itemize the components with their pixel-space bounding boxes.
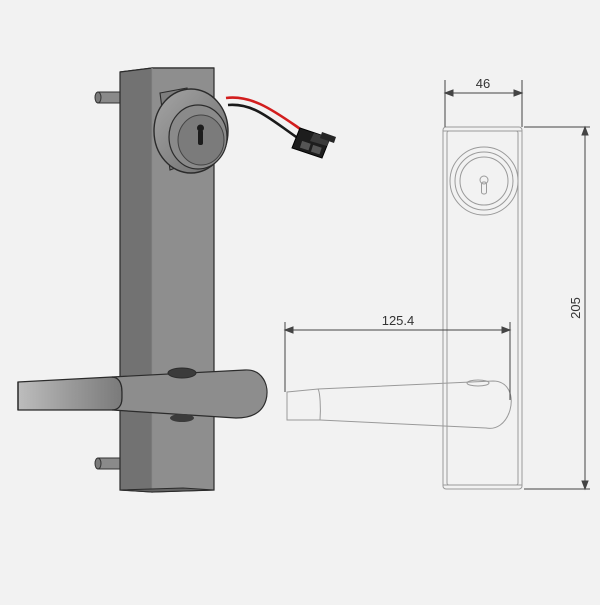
lever-outline: [286, 379, 512, 429]
bottom-mounting-stud: [94, 457, 123, 470]
top-mounting-stud: [94, 91, 123, 104]
height-dimension-label: 205: [568, 297, 583, 319]
technical-drawing: [286, 126, 523, 490]
lever-length-dimension: [283, 322, 512, 400]
cylinder-outline: [449, 146, 519, 216]
wire-harness: [225, 96, 336, 159]
width-dimension-label: 46: [476, 76, 490, 91]
lever-length-dimension-label: 125.4: [382, 313, 415, 328]
width-dimension: [443, 80, 524, 127]
lever-handle: [17, 367, 268, 422]
height-dimension: [524, 125, 590, 491]
keyway-icon: [197, 124, 204, 145]
plate-outline: [442, 126, 523, 490]
connector-plug: [291, 127, 336, 159]
lock-3d-render: [17, 67, 336, 493]
keyway-outline-icon: [479, 175, 489, 195]
key-cylinder: [153, 87, 229, 174]
